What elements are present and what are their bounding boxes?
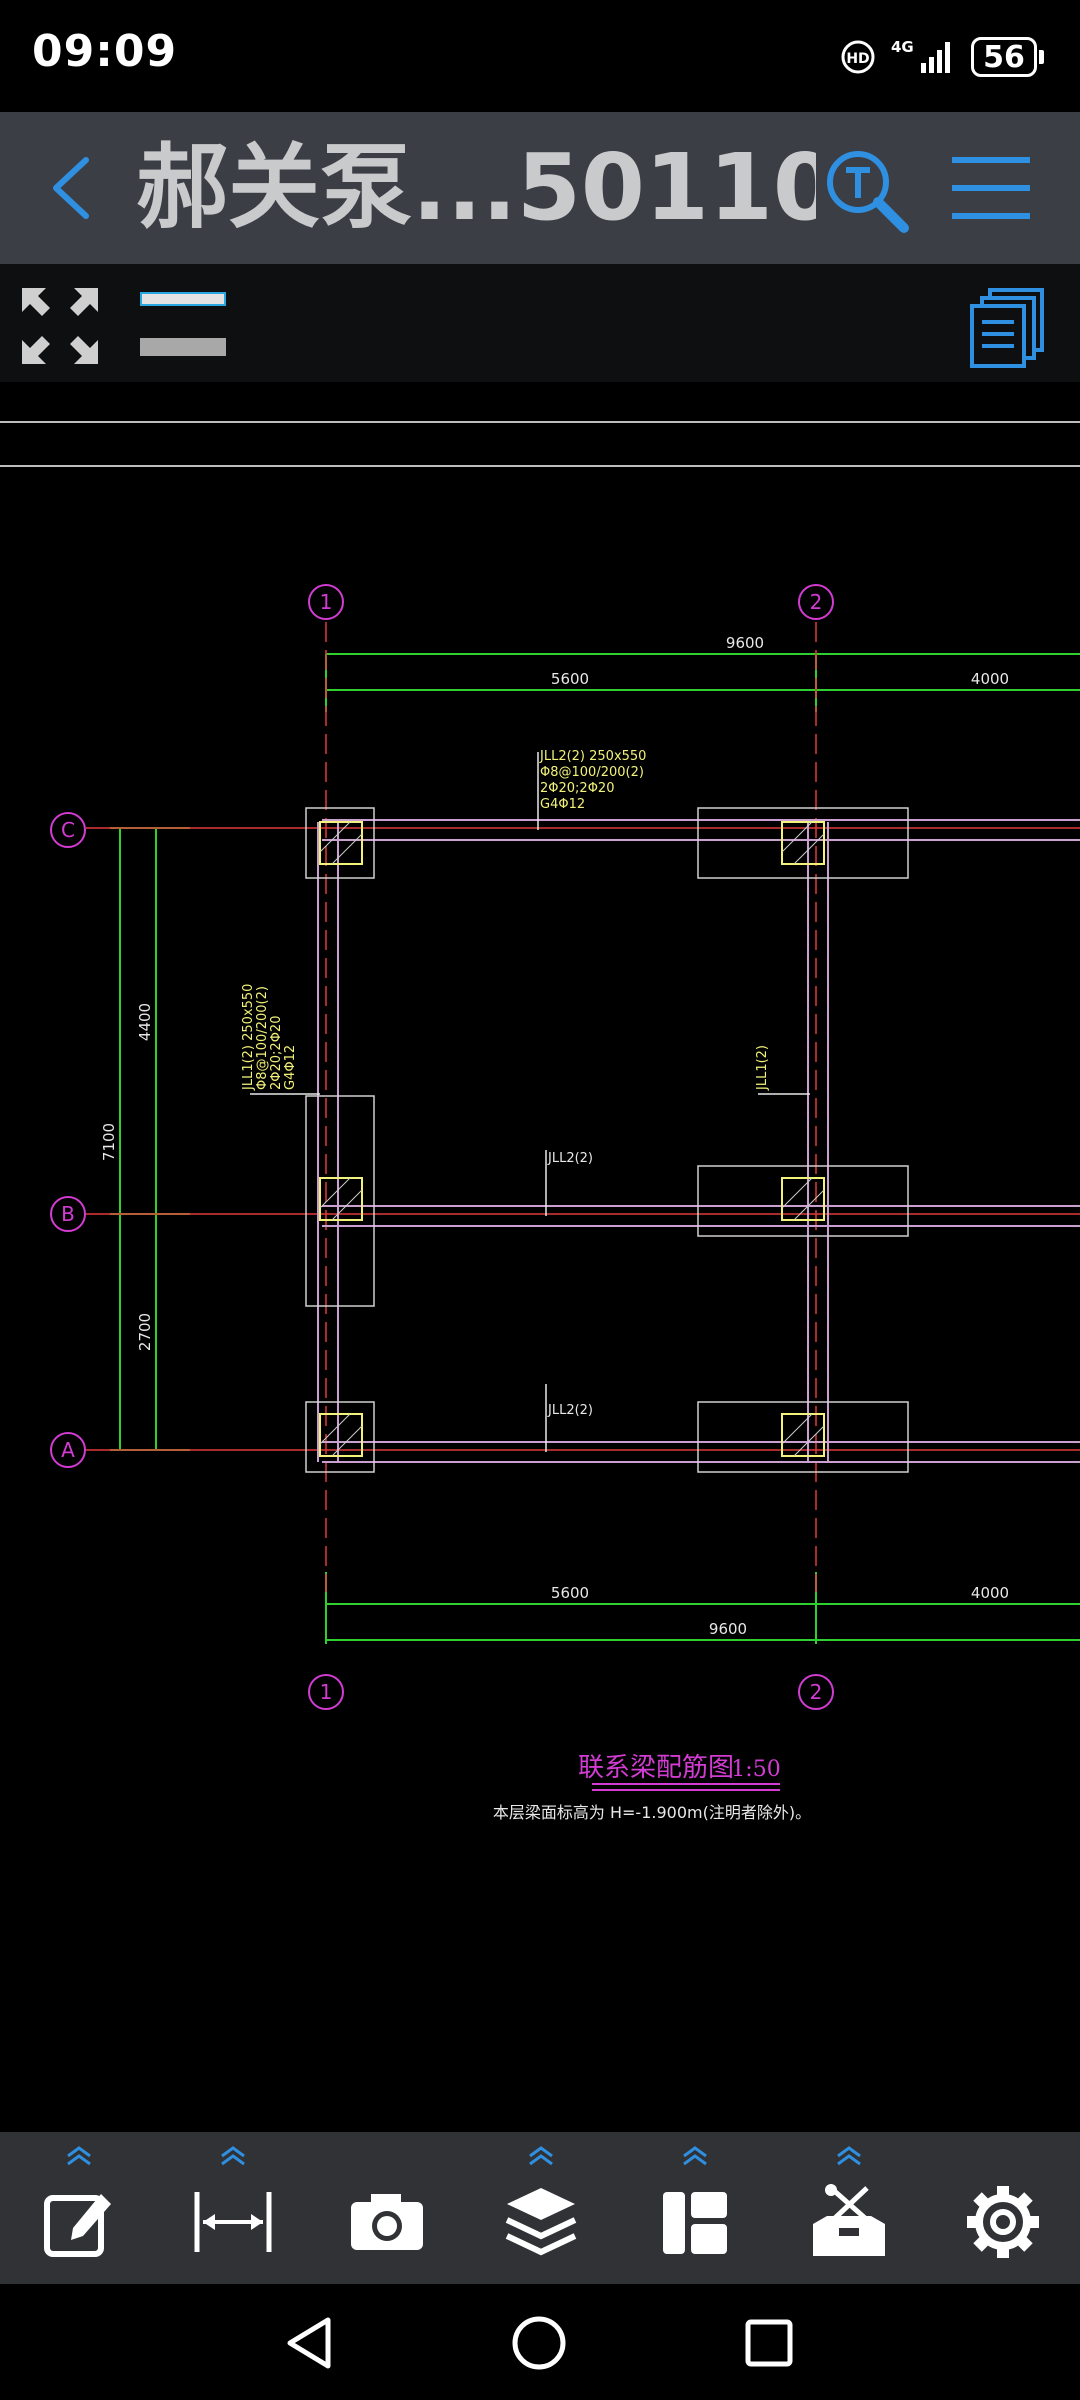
chevron-left-icon <box>53 157 89 219</box>
drawing-canvas[interactable]: 1 2 1 2 C B A 9600 5600 4000 5600 4000 9… <box>0 382 1080 2132</box>
dim-top-total: 9600 <box>726 634 764 652</box>
hd-call-icon: HD <box>841 40 875 74</box>
dim-top-span-1: 5600 <box>551 670 589 688</box>
battery-icon: 56 <box>971 37 1044 77</box>
camera-icon <box>351 2194 423 2250</box>
expand-up-icon <box>67 2146 91 2166</box>
dim-left-lower: 2700 <box>136 1313 154 1351</box>
axis-label-b: B <box>61 1202 75 1226</box>
drawing-note: 本层梁面标高为 H=-1.900m(注明者除外)。 <box>493 1803 811 1822</box>
status-time: 09:09 <box>32 26 178 77</box>
dim-left-upper: 4400 <box>136 1003 154 1041</box>
expand-up-icon <box>529 2146 553 2166</box>
dim-bottom-total: 9600 <box>709 1620 747 1638</box>
expand-up-icon <box>837 2146 861 2166</box>
layout-tool-button[interactable] <box>640 2144 750 2280</box>
layout-pages-button[interactable] <box>968 286 1046 368</box>
text-search-icon <box>827 151 909 233</box>
system-nav-bar <box>0 2284 1080 2400</box>
axis-label-1-bottom: 1 <box>320 1680 333 1704</box>
toolbox-icon <box>813 2184 885 2256</box>
annotate-edit-icon <box>44 2194 111 2257</box>
svg-text:HD: HD <box>846 51 869 67</box>
menu-button[interactable] <box>948 148 1034 228</box>
signal-icon: 4G <box>891 38 950 73</box>
hamburger-menu-icon <box>952 157 1030 219</box>
drawing-scale: 1:50 <box>731 1757 780 1782</box>
status-icons: HD 4G 56 <box>839 32 1044 82</box>
line-weight-thin-button[interactable] <box>140 292 226 306</box>
toolbox-tool-button[interactable] <box>794 2144 904 2280</box>
view-toolbar <box>0 264 1080 382</box>
battery-level: 56 <box>971 37 1037 77</box>
settings-gear-icon <box>967 2186 1039 2258</box>
home-circle-icon[interactable] <box>508 2312 570 2374</box>
beam-label-b: JLL2(2) <box>547 1151 593 1166</box>
back-button[interactable] <box>36 148 116 228</box>
recents-square-icon[interactable] <box>738 2312 800 2374</box>
beam-label-col2: JLL1(2) <box>755 1045 770 1091</box>
axis-label-2-bottom: 2 <box>810 1680 823 1704</box>
expand-up-icon <box>221 2146 245 2166</box>
layout-panels-icon <box>663 2192 727 2254</box>
drawing-title: 联系梁配筋图 <box>578 1753 734 1783</box>
axis-label-c: C <box>61 818 75 842</box>
dim-bottom-span-1: 5600 <box>551 1584 589 1602</box>
axis-label-2-top: 2 <box>810 590 823 614</box>
network-type: 4G <box>891 38 914 56</box>
measure-tool-button[interactable] <box>178 2144 288 2280</box>
expand-up-icon <box>683 2146 707 2166</box>
dim-top-span-2: 4000 <box>971 670 1009 688</box>
beam-label-vertical-3: 2Φ20;2Φ20 <box>269 1016 284 1090</box>
dim-bottom-span-2: 4000 <box>971 1584 1009 1602</box>
beam-label-vertical-1: JLL1(2) 250x550 <box>241 984 256 1091</box>
document-title: 郝关泵...50110 <box>136 134 816 241</box>
beam-label-main-2: Φ8@100/200(2) <box>540 765 644 780</box>
fit-screen-button[interactable] <box>20 286 100 366</box>
measure-distance-icon <box>194 2192 272 2252</box>
beam-label-a: JLL2(2) <box>547 1403 593 1418</box>
annotate-tool-button[interactable] <box>24 2144 134 2280</box>
status-bar: 09:09 HD 4G 56 <box>0 0 1080 112</box>
dim-left-total: 7100 <box>100 1123 118 1161</box>
text-search-button[interactable] <box>822 146 912 236</box>
bottom-toolbar <box>0 2132 1080 2284</box>
layers-tool-button[interactable] <box>486 2144 596 2280</box>
line-weight-thick-button[interactable] <box>140 338 226 356</box>
layout-pages-icon <box>970 288 1044 368</box>
axis-label-a: A <box>61 1438 75 1462</box>
settings-tool-button[interactable] <box>948 2144 1058 2280</box>
title-bar: 郝关泵...50110 <box>0 112 1080 264</box>
beam-label-vertical-2: Φ8@100/200(2) <box>255 986 270 1090</box>
layers-icon <box>505 2188 577 2256</box>
axis-label-1-top: 1 <box>320 590 333 614</box>
fit-screen-icon <box>22 288 98 364</box>
camera-tool-button[interactable] <box>332 2144 442 2280</box>
cad-drawing: 1 2 1 2 C B A 9600 5600 4000 5600 4000 9… <box>0 421 1080 1822</box>
beam-label-main-3: 2Φ20;2Φ20 <box>540 781 614 796</box>
beam-label-vertical-4: G4Φ12 <box>283 1045 298 1090</box>
beam-label-main-4: G4Φ12 <box>540 797 585 812</box>
beam-label-main-1: JLL2(2) 250x550 <box>539 749 646 764</box>
back-triangle-icon[interactable] <box>280 2312 342 2374</box>
